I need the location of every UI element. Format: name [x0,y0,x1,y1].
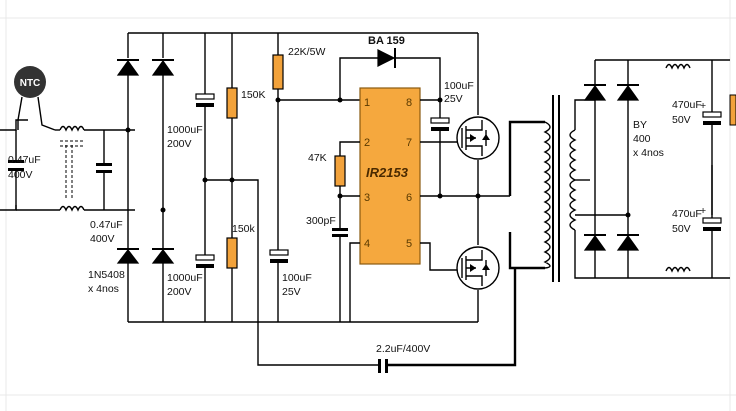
out-diode-3 [583,234,607,251]
coupling-cap-value: 2.2uF/400V [376,343,430,355]
ntc-label: NTC [20,78,41,89]
input-cap-voltage: 400V [8,169,33,181]
bulk-cap-top-voltage: 200V [167,138,192,150]
bridge-rectifier: 1N5408 x 4nos [88,32,478,323]
boot-cap-value: 100uF [444,80,474,92]
supply-resistor [272,54,284,90]
bulk-cap-bottom-value: 1000uF [167,272,203,284]
input-cap-plate-top [8,160,24,163]
out-cap-top-voltage: 50V [672,114,691,126]
out-diode-1 [583,84,607,101]
out-rect-rating: 400 [633,133,651,145]
ic-ir2153 [359,87,421,265]
out-inductor-bottom [665,266,691,273]
out-cap-top-plus: + [700,100,706,112]
transformer-secondary [569,129,577,231]
diode-boot-label: BA 159 [368,35,405,47]
out-cap-bottom-plate-pos [702,217,722,224]
input-cap-value: 0.47uF [8,154,41,166]
ic-name: IR2153 [366,165,409,180]
ic-pin-8: 8 [406,97,412,109]
mosfet-high-side [456,116,500,160]
bulk-cap-top-plate-pos [195,93,215,100]
ic-pin-6: 6 [406,192,412,204]
ic-pin-3: 3 [364,192,370,204]
ntc-thermistor-body [14,66,46,98]
boot-cap-plate-pos [430,117,450,124]
choke-coil-bottom [59,205,85,212]
out-diode-2 [616,84,640,101]
load-resistor-edge [729,94,736,126]
ic-pin-1: 1 [364,97,370,109]
ic-pin-4: 4 [364,238,370,250]
transformer [508,95,595,282]
out-cap-bottom-plus: + [700,205,706,217]
timing-cap-plate-bottom [332,234,348,237]
bridge-qty: x 4nos [88,283,119,295]
divider-resistor-top [226,87,238,119]
filter-cap-plate-bottom [96,170,112,173]
input-cap-plate-bottom [8,168,24,171]
output-rectifier: BY 400 x 4nos + 470uF 50V + 470uF 50V [575,59,736,279]
driver-section: 22K/5W 100uF 25V BA 159 IR2153 1 2 3 4 5… [269,33,510,322]
vcc-cap-voltage: 25V [282,286,301,298]
divider-resistor-bottom [226,237,238,269]
bulk-cap-bottom-voltage: 200V [167,286,192,298]
bridge-diode-2 [151,59,175,76]
filter-cap-voltage: 400V [90,233,115,245]
ic-pin-2: 2 [364,137,370,149]
mosfet-half-bridge [456,33,500,322]
out-cap-bottom-voltage: 50V [672,223,691,235]
bridge-diode-1 [116,59,140,76]
boot-cap-voltage: 25V [444,93,463,105]
res-timing-value: 47K [308,152,327,164]
bridge-diode-3 [116,249,140,264]
out-cap-top-plate-pos [702,111,722,118]
out-inductor-top [665,63,691,70]
input-section: NTC 0.47uF 400V 0.47uF 400V [0,66,135,245]
coupling-capacitor: 2.2uF/400V [376,268,517,373]
timing-resistor [334,155,346,187]
transformer-primary [543,121,551,269]
choke-coil-top [59,125,85,132]
res-top-value: 150K [241,89,266,101]
bulk-cap-bottom-plate-pos [195,254,215,261]
bridge-diode-4 [151,249,175,264]
bridge-part: 1N5408 [88,269,125,281]
mosfet-low-side [456,246,500,290]
ic-pin-5: 5 [406,238,412,250]
res-bottom-value: 150k [232,223,256,235]
bulk-capacitors: 1000uF 200V 1000uF 200V 150K 150k [167,33,378,366]
vcc-cap-plate-pos [269,249,289,256]
filter-cap-plate-top [96,163,112,166]
bulk-cap-top-value: 1000uF [167,124,203,136]
out-rect-qty: x 4nos [633,147,664,159]
timing-cap-plate-top [332,228,348,231]
ic-pin-7: 7 [406,137,412,149]
out-diode-4 [616,234,640,251]
out-cap-top-value: 470uF [672,99,702,111]
vcc-cap-value: 100uF [282,272,312,284]
filter-cap-value: 0.47uF [90,219,123,231]
res-supply-value: 22K/5W [288,46,325,58]
bootstrap-diode [377,49,396,67]
cap-timing-value: 300pF [306,215,336,227]
out-cap-bottom-value: 470uF [672,208,702,220]
out-rect-part: BY [633,119,647,131]
